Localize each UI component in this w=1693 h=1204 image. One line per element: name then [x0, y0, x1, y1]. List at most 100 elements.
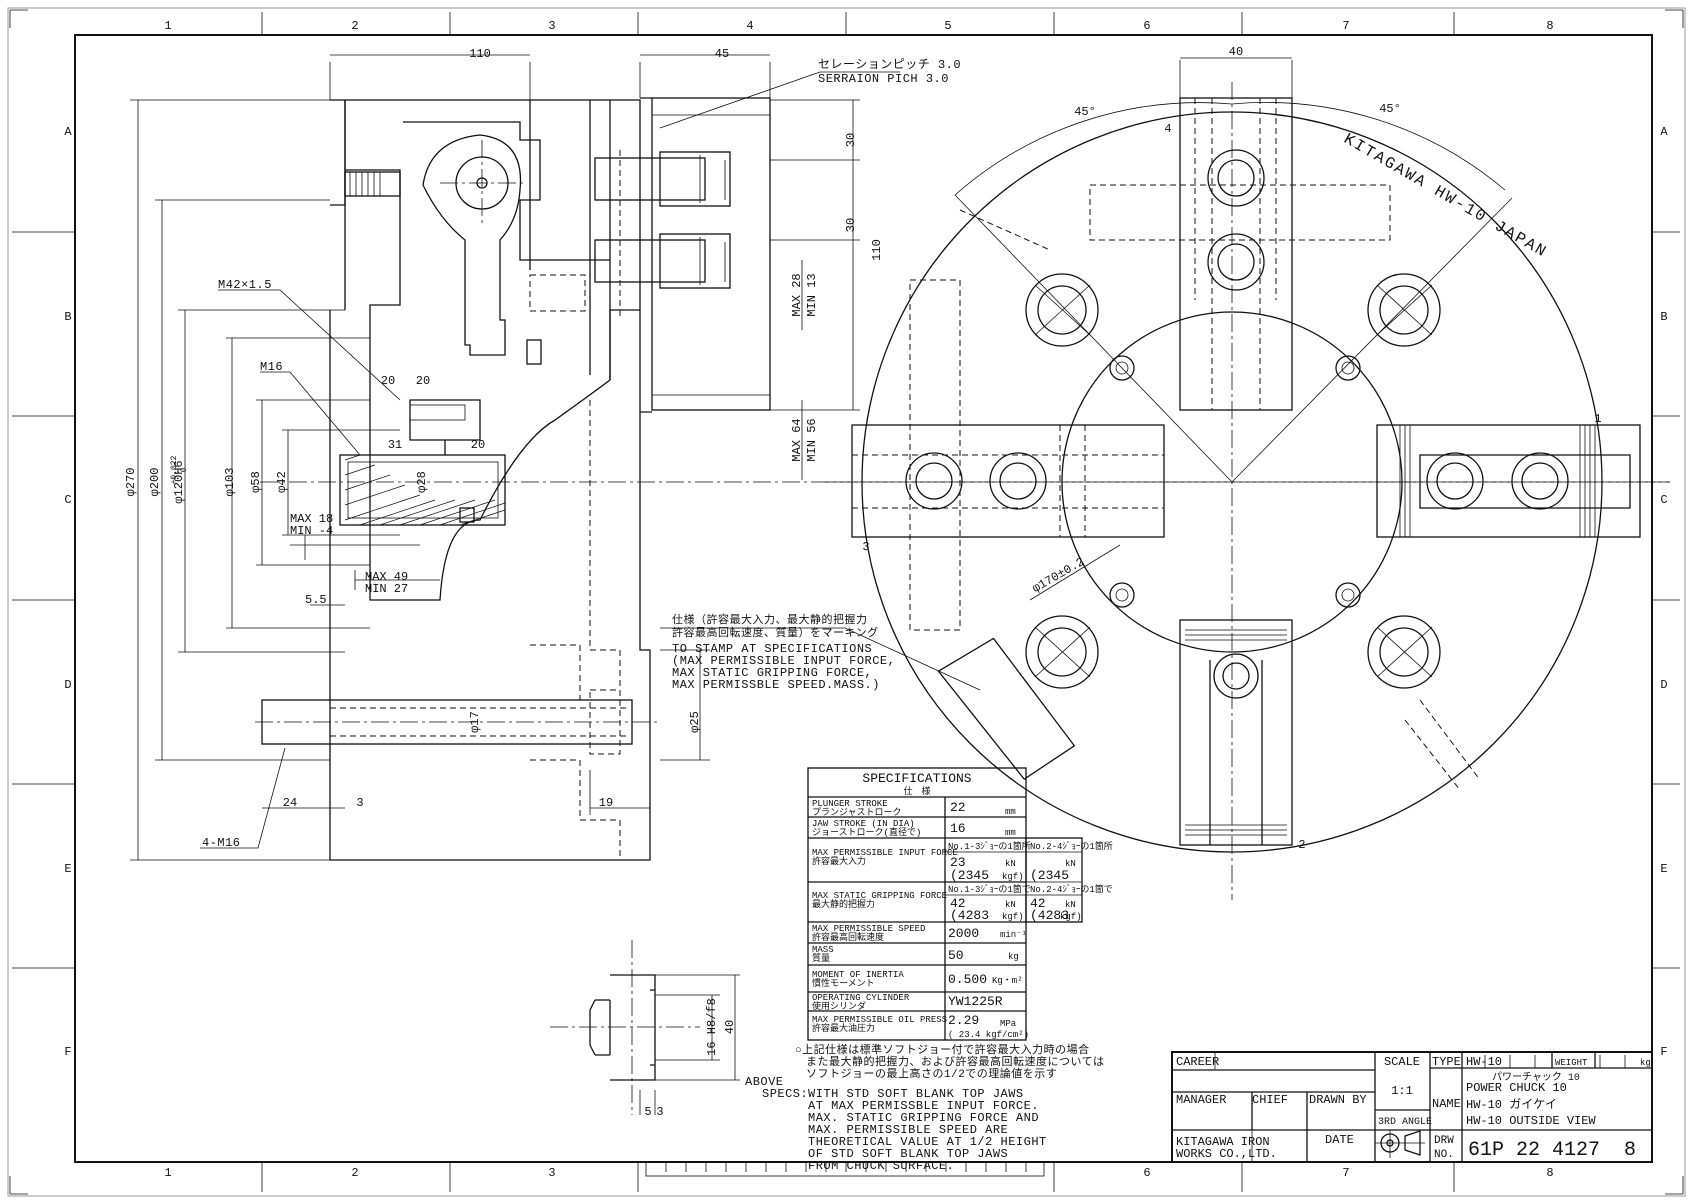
serration-callout-en: SERRAION PICH 3.0 [818, 72, 949, 86]
spec-value: 50 [948, 948, 964, 963]
dim-110-side: 110 [870, 239, 884, 261]
dim-min-56: MIN 56 [805, 418, 819, 461]
row-label: B [64, 310, 71, 324]
dim-19: 19 [599, 796, 613, 810]
dim-20: 20 [416, 374, 430, 388]
stamp-note-en-1: TO STAMP AT SPECIFICATIONS [672, 642, 872, 656]
note-jp-2: また最大静的把握力、および許容最高回転速度については [806, 1054, 1104, 1069]
spec-value: 16 [950, 821, 966, 836]
dim-24: 24 [283, 796, 297, 810]
spec-unit: MPa [1000, 1019, 1017, 1029]
thread-callout-m16: M16 [260, 360, 283, 374]
column-labels-top: 1 2 3 4 5 6 7 8 [164, 19, 1553, 33]
drawing-number: 61P 22 4127 [1468, 1139, 1600, 1162]
dim-min-27: MIN 27 [365, 582, 408, 596]
spec-value: 2.29 [948, 1013, 979, 1028]
spec-unit: kN [1065, 900, 1076, 910]
spec-label-jp: 許容最大油圧力 [812, 1022, 875, 1034]
row-labels-right: A B C D E F [1660, 125, 1668, 1059]
dim-phi-42: φ42 [275, 471, 289, 493]
spec-unit: min⁻¹ [1000, 930, 1027, 940]
row-label: F [64, 1045, 71, 1059]
note-en-7: FROM CHUCK SURFACE. [808, 1159, 954, 1173]
dim-phi-200: φ200 [148, 468, 162, 497]
spec-value: 42 [1030, 896, 1046, 911]
spec-label-jp: 最大静的把握力 [812, 898, 875, 910]
note-jp-3: ソフトジョーの最上高さの1/2での理論値を示す [806, 1066, 1057, 1081]
name-jp: パワーチャック 10 [1492, 1071, 1580, 1084]
spec-unit: mm [1005, 807, 1016, 817]
stamp-note-en-4: MAX PERMISSBLE SPEED.MASS.) [672, 678, 880, 692]
row-labels-left: A B C D E F [64, 125, 72, 1059]
dim-110: 110 [469, 47, 491, 61]
spec-label-jp: ジョーストローク(直径で) [812, 826, 921, 838]
dim-phi-25: φ25 [688, 711, 702, 733]
side-view-dimensions: 110 45 30 30 110 MAX 28 MIN 13 MAX 64 MI… [124, 47, 884, 810]
dim-40: 40 [1229, 45, 1243, 59]
callouts: セレーションピッチ 3.0 SERRAION PICH 3.0 M42×1.5 … [202, 57, 961, 850]
jaw-left [851, 424, 1165, 538]
column-label: 5 [944, 19, 951, 33]
company-name: WORKS CO.,LTD. [1176, 1147, 1277, 1161]
tnut-detail [550, 940, 740, 1115]
row-label: C [64, 493, 71, 507]
career-label: CAREER [1176, 1055, 1219, 1069]
stamp-note-jp-1: 仕様（許容最大入力、最大静的把握力 [672, 612, 868, 627]
dim-max-64: MAX 64 [790, 418, 804, 461]
scale-label: SCALE [1384, 1055, 1420, 1069]
dim-max-49: MAX 49 [365, 570, 408, 584]
column-labels-bottom: 1 2 3 6 7 8 [164, 1166, 1553, 1180]
specifications-table [807, 767, 1083, 1041]
column-label: 2 [351, 19, 358, 33]
note-en-1: WITH STD SOFT BLANK TOP JAWS [808, 1087, 1024, 1101]
manager-label: MANAGER [1176, 1093, 1226, 1107]
jaw-number-2: 2 [1298, 838, 1305, 852]
tnut-dimensions: 16 H8/f8 40 5 3 [644, 998, 737, 1119]
dim-min--4: MIN -4 [290, 524, 333, 538]
row-label: B [1660, 310, 1667, 324]
name-line-1: POWER CHUCK 10 [1466, 1081, 1567, 1095]
dim-3: 3 [656, 1105, 663, 1119]
dim-16-h8: 16 H8/f8 [705, 998, 719, 1056]
chief-label: CHIEF [1252, 1093, 1288, 1107]
drawing-revision: 8 [1624, 1139, 1636, 1162]
dim-20: 20 [381, 374, 395, 388]
spec-unit: kN [1065, 859, 1076, 869]
title-block [1171, 1051, 1653, 1163]
jaw-number-1: 1 [1594, 412, 1601, 426]
row-label: A [64, 125, 72, 139]
spec-value: 0.500 [948, 972, 987, 987]
spec-label-jp: 許容最大入力 [812, 855, 866, 867]
spec-label-jp: 質量 [812, 952, 830, 964]
dim-5: 5 [644, 1105, 651, 1119]
spec-unit: kN [1005, 859, 1016, 869]
type-value: HW-10 [1466, 1055, 1502, 1069]
note-en-6: OF STD SOFT BLANK TOP JAWS [808, 1147, 1008, 1161]
spec-unit: kgf) [1002, 912, 1024, 922]
spec-label-en: MAX PERMISSIBLE SPEED [812, 924, 925, 934]
spec-unit: mm [1005, 828, 1016, 838]
drawn-by-label: DRAWN BY [1309, 1093, 1367, 1107]
dim-phi-270: φ270 [124, 468, 138, 497]
spec-value: 22 [950, 800, 966, 815]
row-label: D [1660, 678, 1667, 692]
column-label: 3 [548, 19, 555, 33]
note-jp-1: ○上記仕様は標準ソフトジョー付で許容最大入力時の場合 [795, 1042, 1090, 1057]
spec-value: (2345 [950, 868, 989, 883]
spec-sub-value: ( 23.4 kgf/cm²) [948, 1030, 1029, 1040]
dim-phi-120-tolerance-upper: +0.022 [170, 455, 179, 484]
column-label: 6 [1143, 1166, 1150, 1180]
note-en-3: MAX. STATIC GRIPPING FORCE AND [808, 1111, 1039, 1125]
date-label: DATE [1325, 1133, 1354, 1147]
spec-label-jp: 慣性モーメント [812, 977, 875, 989]
spec-label-jp: 使用シリンダ [812, 1000, 866, 1012]
drawing-number-label: NO. [1434, 1149, 1454, 1161]
dim-20: 20 [471, 438, 485, 452]
spec-label-en: MAX PERMISSIBLE INPUT FORCE [812, 848, 958, 858]
spec-label-en: MAX PERMISSIBLE OIL PRESS [812, 1015, 947, 1025]
spec-unit: Kg・m² [992, 976, 1023, 986]
dim-angle-45: 45° [1379, 102, 1401, 116]
spec-label-jp: 許容最高回転速度 [812, 931, 884, 943]
jaw-bottom [1179, 619, 1293, 846]
